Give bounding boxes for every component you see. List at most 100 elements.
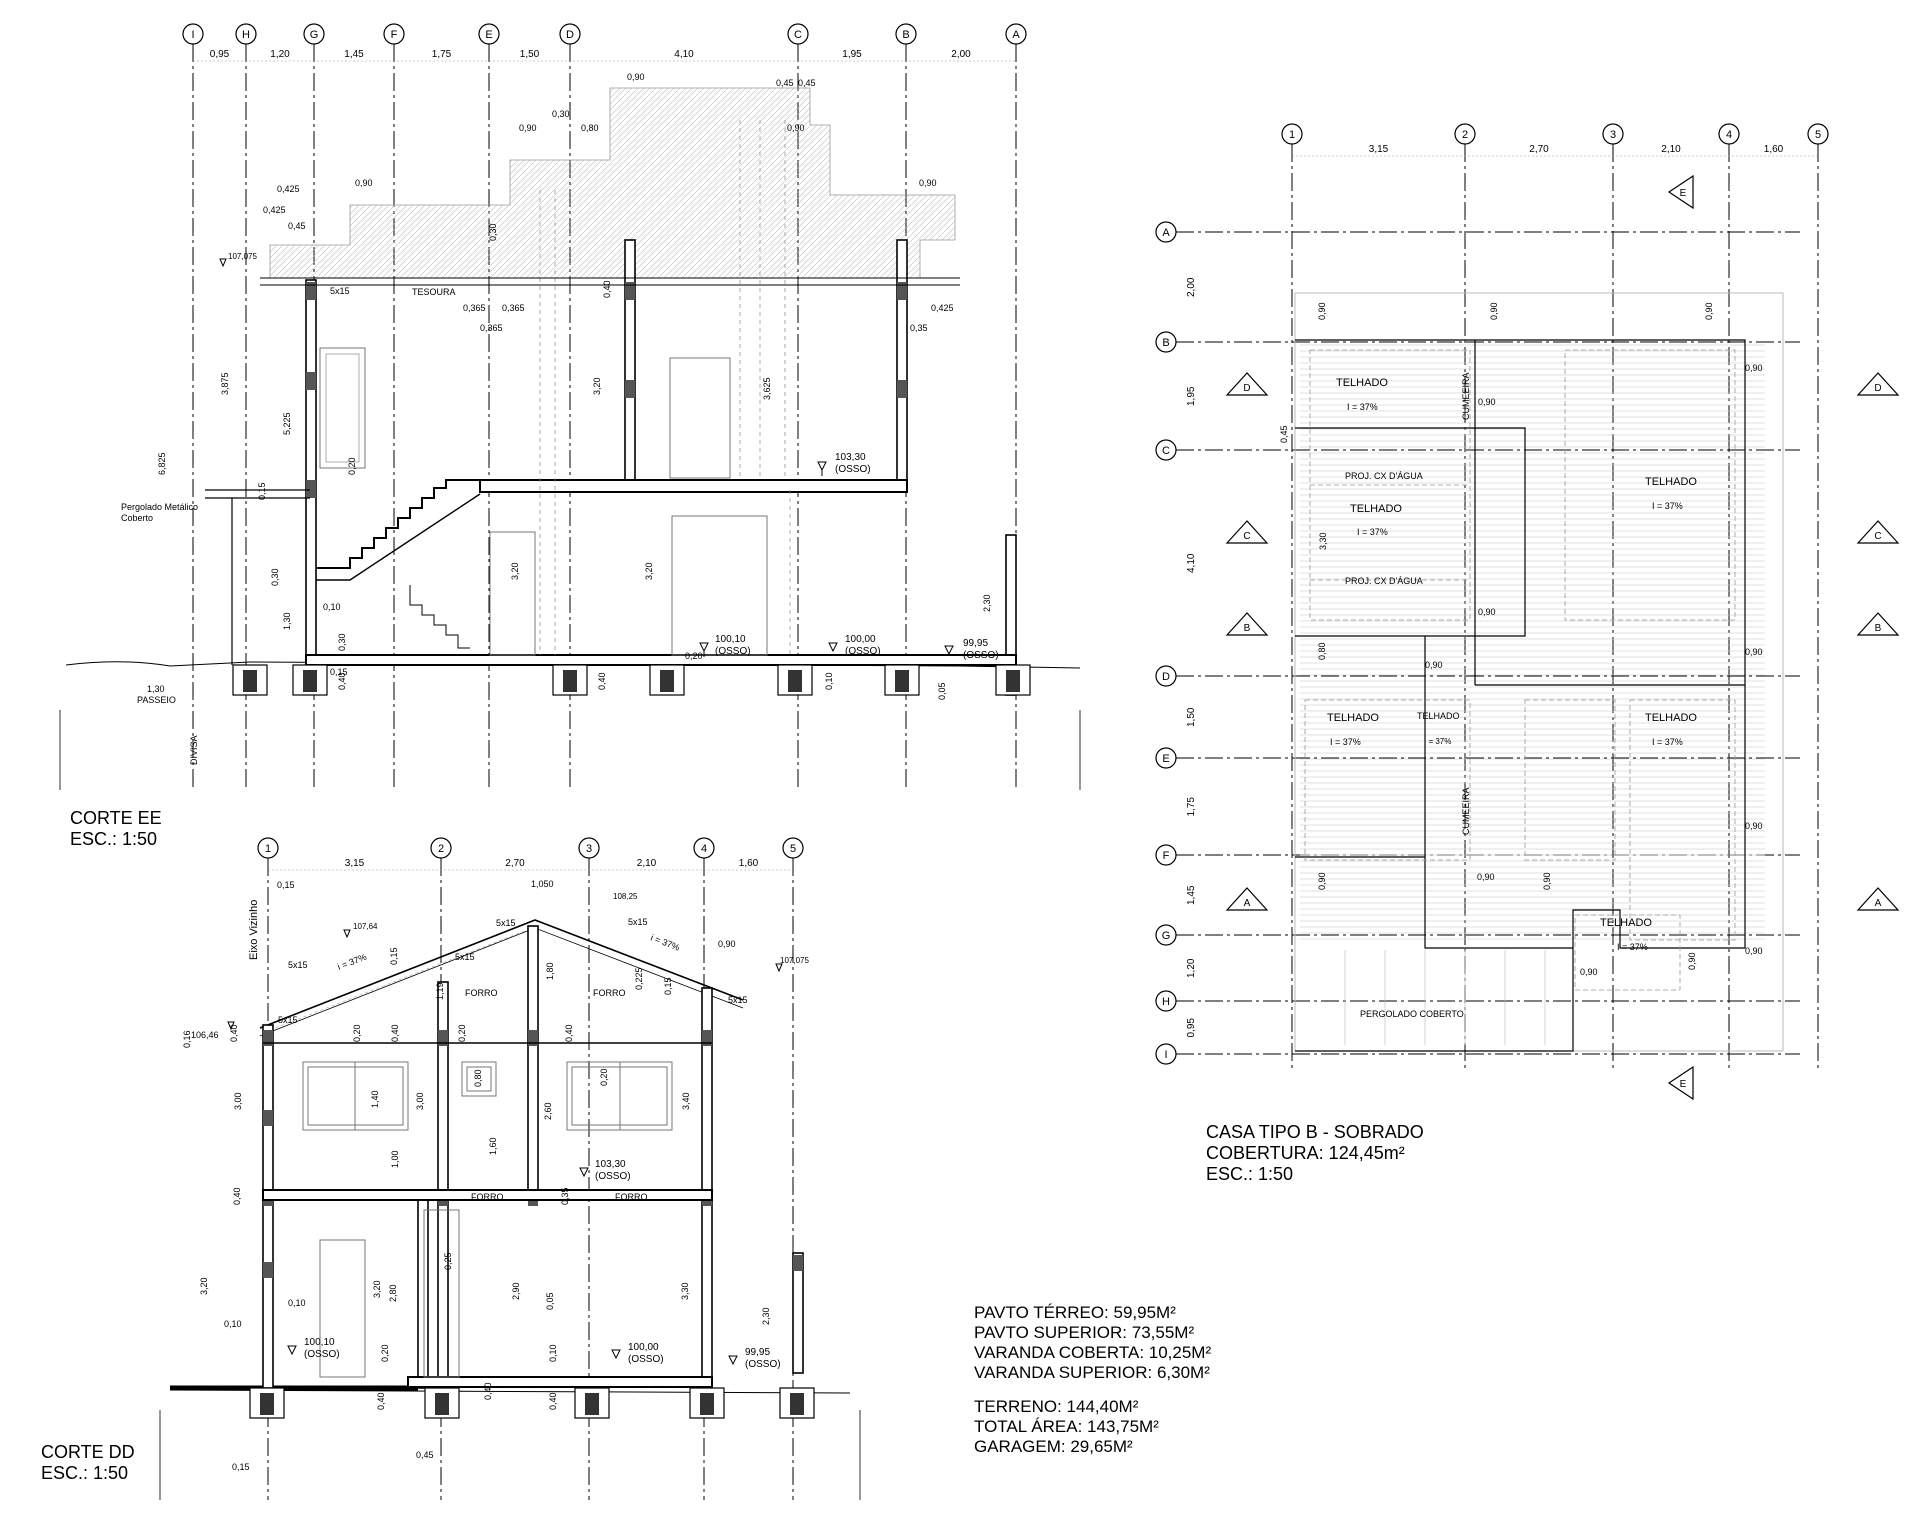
- level-value: (OSSO): [963, 650, 999, 661]
- tesoura-label: TESOURA: [412, 287, 456, 297]
- section-mark-icon: [1225, 887, 1269, 911]
- level-value: 100,10: [715, 634, 746, 645]
- ee-axis-label: I: [191, 29, 194, 41]
- level-value: (OSSO): [745, 1359, 781, 1370]
- ee-dim: 0,425: [263, 205, 286, 215]
- dd-dim: 0,40: [564, 1024, 574, 1042]
- ee-dim: 3,875: [220, 372, 230, 395]
- dd-axis-bubble: [578, 837, 600, 859]
- dd-dim: 0,20: [352, 1024, 362, 1042]
- section-mark-label: E: [1680, 1079, 1687, 1090]
- level-value: 107,64: [353, 922, 378, 931]
- forro-label: FORRO: [471, 1192, 504, 1202]
- slope-label: I = 37%: [1652, 501, 1683, 511]
- dd-dim: 0,15: [663, 977, 673, 995]
- passeio-label: PASSEIO: [137, 695, 176, 705]
- cob-y-axis-bubble: [1155, 1043, 1177, 1065]
- dd-dim: 0,40: [390, 1024, 400, 1042]
- telhado-label: TELHADO: [1645, 712, 1697, 724]
- dd-axis-bubble: [782, 837, 804, 859]
- level-value: (OSSO): [835, 464, 871, 475]
- dd-spacing: 3,15: [345, 858, 365, 869]
- dd-axis-label: 5: [790, 843, 796, 855]
- cob-y-axis-label: I: [1164, 1049, 1167, 1061]
- ee-dim: 0,90: [919, 178, 937, 188]
- ee-axis-label: B: [902, 29, 909, 41]
- cob-dim: 0,90: [1745, 647, 1763, 657]
- cob-dim: 0,90: [1687, 952, 1697, 970]
- slope-label: I = 37%: [1357, 527, 1388, 537]
- cob-y-axis-label: D: [1162, 671, 1170, 683]
- dd-dim: 0,35: [560, 1187, 570, 1205]
- ee-dim: 0,365: [480, 323, 503, 333]
- section-mark-label: B: [1875, 623, 1882, 634]
- ee-dim: 0,20: [685, 651, 703, 661]
- dd-dim: 0,05: [545, 1292, 555, 1310]
- dd-dim: 2,80: [388, 1284, 398, 1302]
- section-mark-label: E: [1680, 188, 1687, 199]
- section-mark-icon: [1856, 520, 1900, 544]
- cob-dim: 0,90: [1425, 660, 1443, 670]
- section-mark-label: C: [1874, 531, 1881, 542]
- telhado-label: TELHADO: [1327, 712, 1379, 724]
- dd-dim: 1,19: [435, 982, 445, 1000]
- ee-dim: 0,90: [787, 123, 805, 133]
- ee-axis-bubble: [182, 23, 204, 45]
- level-value: 107,075: [228, 252, 257, 261]
- divisa-label: DIVISA: [189, 735, 199, 765]
- ee-dim: 0,40: [597, 672, 607, 690]
- area-line: TOTAL ÁREA: 143,75M²: [974, 1417, 1159, 1437]
- level-value: 103,30: [595, 1159, 626, 1170]
- dd-dim: 3,00: [233, 1092, 243, 1110]
- cob-y-spacing: 4,10: [1186, 553, 1197, 573]
- section-mark-label: D: [1243, 383, 1250, 394]
- ee-dim: 0,35: [910, 323, 928, 333]
- cob-dim: 0,90: [1704, 302, 1714, 320]
- cob-y-spacing: 1,50: [1186, 707, 1197, 727]
- dd-dim: 5x15: [288, 960, 308, 970]
- dd-axis-label: 2: [438, 843, 444, 855]
- dd-dim: 0,15: [232, 1462, 250, 1472]
- cob-x-axis-label: 5: [1815, 129, 1821, 141]
- level-value: 99,95: [745, 1347, 770, 1358]
- ee-dim: 0,30: [488, 223, 498, 241]
- cob-x-spacing: 1,60: [1764, 144, 1784, 155]
- cob-x-axis-bubble: [1281, 123, 1303, 145]
- ee-dim: 0,425: [931, 303, 954, 313]
- dd-dim: 0,15: [277, 880, 295, 890]
- slope-label: I = 37%: [1347, 402, 1378, 412]
- ee-axis-label: H: [242, 29, 250, 41]
- ee-axis-bubble: [303, 23, 325, 45]
- slope-label: I = 37%: [1617, 942, 1648, 952]
- ee-dim: 0,30: [552, 109, 570, 119]
- area-line: TERRENO: 144,40M²: [974, 1397, 1139, 1417]
- corte-ee-title-block: CORTE EE ESC.: 1:50: [70, 808, 162, 850]
- cob-x-axis-bubble: [1807, 123, 1829, 145]
- ee-dim: 0,30: [337, 633, 347, 651]
- area-line: VARANDA SUPERIOR: 6,30M²: [974, 1363, 1210, 1383]
- area-line: PAVTO TÉRREO: 59,95M²: [974, 1303, 1176, 1322]
- ee-axis-bubble: [895, 23, 917, 45]
- ee-axis-label: D: [566, 29, 574, 41]
- proj-label: PROJ. CX D'ÁGUA: [1345, 576, 1423, 586]
- cumeeira-label: CUMEEIRA: [1461, 787, 1471, 835]
- slope-label: I = 37%: [1330, 737, 1361, 747]
- cob-y-axis-bubble: [1155, 747, 1177, 769]
- dd-dim: 2,30: [761, 1307, 771, 1325]
- cob-y-spacing: 1,45: [1186, 885, 1197, 905]
- area-line: [974, 1383, 1211, 1397]
- ee-dim: 3,20: [592, 377, 602, 395]
- corte-ee-scale: ESC.: 1:50: [70, 829, 158, 850]
- ee-dim: 0,45: [776, 78, 794, 88]
- level-value: (OSSO): [715, 646, 751, 657]
- section-mark-label: A: [1875, 898, 1882, 909]
- dd-dim: 3,00: [415, 1092, 425, 1110]
- level-value: 99,95: [963, 638, 988, 649]
- cob-dim: 3,30: [1318, 532, 1328, 550]
- cob-x-axis-label: 1: [1289, 129, 1295, 141]
- ee-dim: 0,365: [463, 303, 486, 313]
- dd-dim: 0,10: [288, 1298, 306, 1308]
- cob-dim: 0,90: [1317, 872, 1327, 890]
- telhado-label: TELHADO: [1336, 377, 1388, 389]
